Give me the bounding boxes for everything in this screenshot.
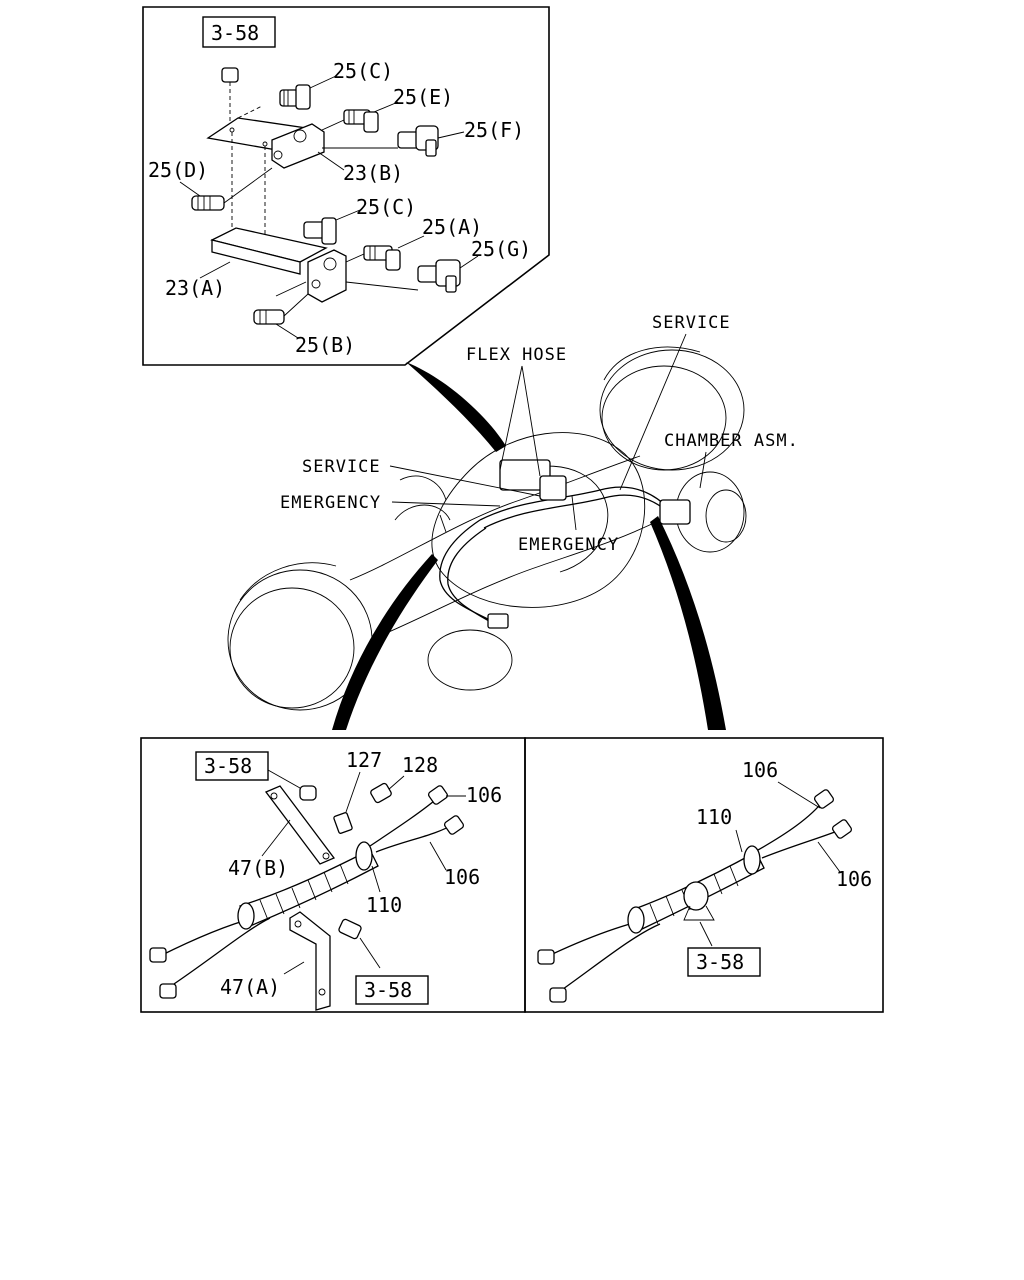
ref-box-top <box>202 16 276 48</box>
callout-wedge-right <box>650 516 726 730</box>
fitting-25d <box>191 167 273 211</box>
fitting-25g <box>417 259 461 293</box>
label-flex-hose: FLEX HOSE <box>466 345 567 365</box>
label-47a: 47(A) <box>220 975 280 999</box>
ref-box-bl-bottom <box>355 975 429 1005</box>
label-25g: 25(G) <box>471 237 531 261</box>
fitting-25c-lower <box>303 217 337 245</box>
callout-wedge-left <box>332 554 438 730</box>
axle-assembly-illustration <box>227 346 747 711</box>
label-service-top: SERVICE <box>652 313 731 333</box>
fitting-25b <box>253 293 309 325</box>
label-127: 127 <box>346 748 382 772</box>
plate-23b <box>206 105 325 169</box>
bottom-right-panel: 106 110 106 3-58 <box>524 737 884 1013</box>
label-emergency-right: EMERGENCY <box>518 535 619 555</box>
label-106-br-bottom: 106 <box>836 867 872 891</box>
fitting-25a <box>363 245 401 271</box>
fitting-25e <box>343 109 379 133</box>
label-106-bl-bottom: 106 <box>444 865 480 889</box>
label-106-br-top: 106 <box>742 758 778 782</box>
hose-assembly-bl <box>149 785 465 999</box>
fitting-25c-upper <box>279 84 311 110</box>
label-emergency-left: EMERGENCY <box>280 493 381 513</box>
hose-assembly-br <box>537 789 853 1003</box>
callout-wedge-top <box>406 362 506 452</box>
ref-label-top: 3-58 <box>211 21 259 45</box>
label-106-bl-top: 106 <box>466 783 502 807</box>
bolt-icon <box>221 67 239 128</box>
plate-23a <box>210 227 347 303</box>
fitting-25f <box>397 125 439 157</box>
ref-label-bl-top: 3-58 <box>204 754 252 778</box>
bottom-left-panel: 3-58 127 128 106 106 47(B) <box>140 737 526 1013</box>
label-25c-upper: 25(C) <box>333 59 393 83</box>
top-detail-panel: 3-58 25(C) <box>142 6 550 366</box>
label-25b: 25(B) <box>295 333 355 357</box>
label-110-bl: 110 <box>366 893 402 917</box>
label-23b: 23(B) <box>343 161 403 185</box>
label-service-left: SERVICE <box>302 457 381 477</box>
ref-box-br <box>687 947 761 977</box>
label-25d: 25(D) <box>148 158 208 182</box>
label-chamber-asm: CHAMBER ASM. <box>664 431 799 451</box>
label-25e: 25(E) <box>393 85 453 109</box>
label-25c-lower: 25(C) <box>356 195 416 219</box>
ref-label-bl-bottom: 3-58 <box>364 978 412 1002</box>
label-25a: 25(A) <box>422 215 482 239</box>
ref-label-br: 3-58 <box>696 950 744 974</box>
label-128: 128 <box>402 753 438 777</box>
label-110-br: 110 <box>696 805 732 829</box>
label-23a: 23(A) <box>165 276 225 300</box>
label-47b: 47(B) <box>228 856 288 880</box>
label-25f: 25(F) <box>464 118 524 142</box>
ref-box-bl-top <box>195 751 269 781</box>
